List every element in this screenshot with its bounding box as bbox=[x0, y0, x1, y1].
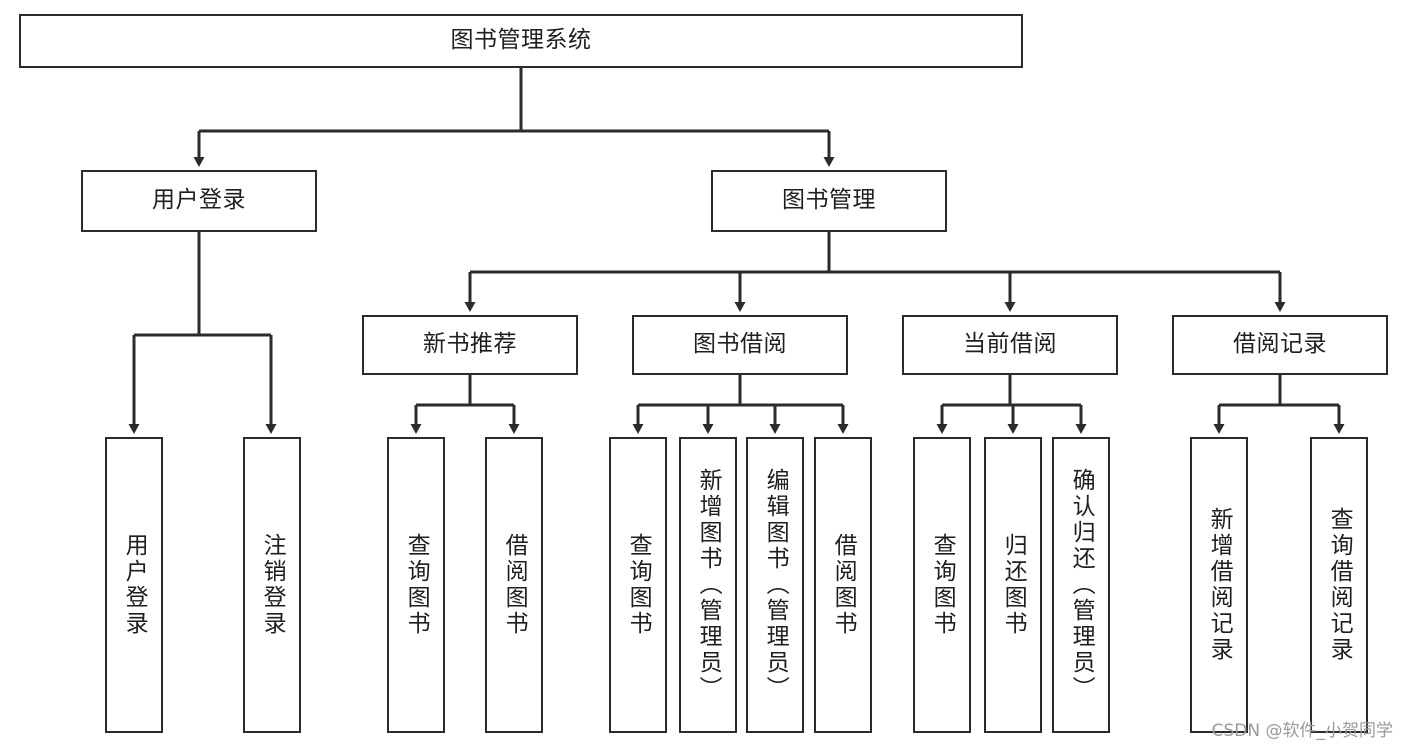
leaf-borrow-book-1-label: 借阅图书 bbox=[501, 533, 528, 637]
node-current-borrow[interactable]: 当前借阅 bbox=[902, 315, 1118, 375]
leaf-query-book-1-label: 查询图书 bbox=[403, 533, 430, 637]
leaf-add-borrow-record-label: 新增借阅记录 bbox=[1206, 507, 1233, 663]
node-book-borrow[interactable]: 图书借阅 bbox=[632, 315, 848, 375]
leaf-user-login[interactable]: 用户登录 bbox=[105, 437, 163, 733]
leaf-user-login-label: 用户登录 bbox=[121, 533, 148, 637]
leaf-return-book[interactable]: 归还图书 bbox=[984, 437, 1042, 733]
node-borrow-record-label: 借阅记录 bbox=[1233, 331, 1327, 358]
leaf-query-borrow-record[interactable]: 查询借阅记录 bbox=[1310, 437, 1368, 733]
leaf-borrow-book-1[interactable]: 借阅图书 bbox=[485, 437, 543, 733]
leaf-query-book-2-label: 查询图书 bbox=[625, 533, 652, 637]
node-book-manage-label: 图书管理 bbox=[782, 187, 876, 214]
leaf-user-logout[interactable]: 注销登录 bbox=[243, 437, 301, 733]
watermark: CSDN @软件_小贺同学 bbox=[1211, 721, 1393, 741]
leaf-add-borrow-record[interactable]: 新增借阅记录 bbox=[1190, 437, 1248, 733]
leaf-query-book-3-label: 查询图书 bbox=[929, 533, 956, 637]
node-root-label: 图书管理系统 bbox=[450, 27, 592, 54]
leaf-borrow-book-2-label: 借阅图书 bbox=[830, 533, 857, 637]
leaf-edit-book-admin[interactable]: 编辑图书（管理员） bbox=[746, 437, 804, 733]
node-book-manage[interactable]: 图书管理 bbox=[711, 170, 947, 232]
leaf-query-borrow-record-label: 查询借阅记录 bbox=[1326, 507, 1353, 663]
node-current-borrow-label: 当前借阅 bbox=[963, 331, 1057, 358]
leaf-confirm-return-admin[interactable]: 确认归还（管理员） bbox=[1052, 437, 1110, 733]
leaf-query-book-1[interactable]: 查询图书 bbox=[387, 437, 445, 733]
node-new-book-recommend-label: 新书推荐 bbox=[423, 331, 517, 358]
node-book-borrow-label: 图书借阅 bbox=[693, 331, 787, 358]
node-borrow-record[interactable]: 借阅记录 bbox=[1172, 315, 1388, 375]
leaf-add-book-admin-label: 新增图书（管理员） bbox=[695, 468, 722, 702]
leaf-query-book-3[interactable]: 查询图书 bbox=[913, 437, 971, 733]
leaf-add-book-admin[interactable]: 新增图书（管理员） bbox=[679, 437, 737, 733]
node-new-book-recommend[interactable]: 新书推荐 bbox=[362, 315, 578, 375]
leaf-confirm-return-admin-label: 确认归还（管理员） bbox=[1068, 468, 1095, 702]
leaf-return-book-label: 归还图书 bbox=[1000, 533, 1027, 637]
leaf-user-logout-label: 注销登录 bbox=[259, 533, 286, 637]
node-user-login-label: 用户登录 bbox=[152, 187, 246, 214]
node-root[interactable]: 图书管理系统 bbox=[19, 14, 1023, 68]
leaf-query-book-2[interactable]: 查询图书 bbox=[609, 437, 667, 733]
node-user-login[interactable]: 用户登录 bbox=[81, 170, 317, 232]
leaf-borrow-book-2[interactable]: 借阅图书 bbox=[814, 437, 872, 733]
leaf-edit-book-admin-label: 编辑图书（管理员） bbox=[762, 468, 789, 702]
